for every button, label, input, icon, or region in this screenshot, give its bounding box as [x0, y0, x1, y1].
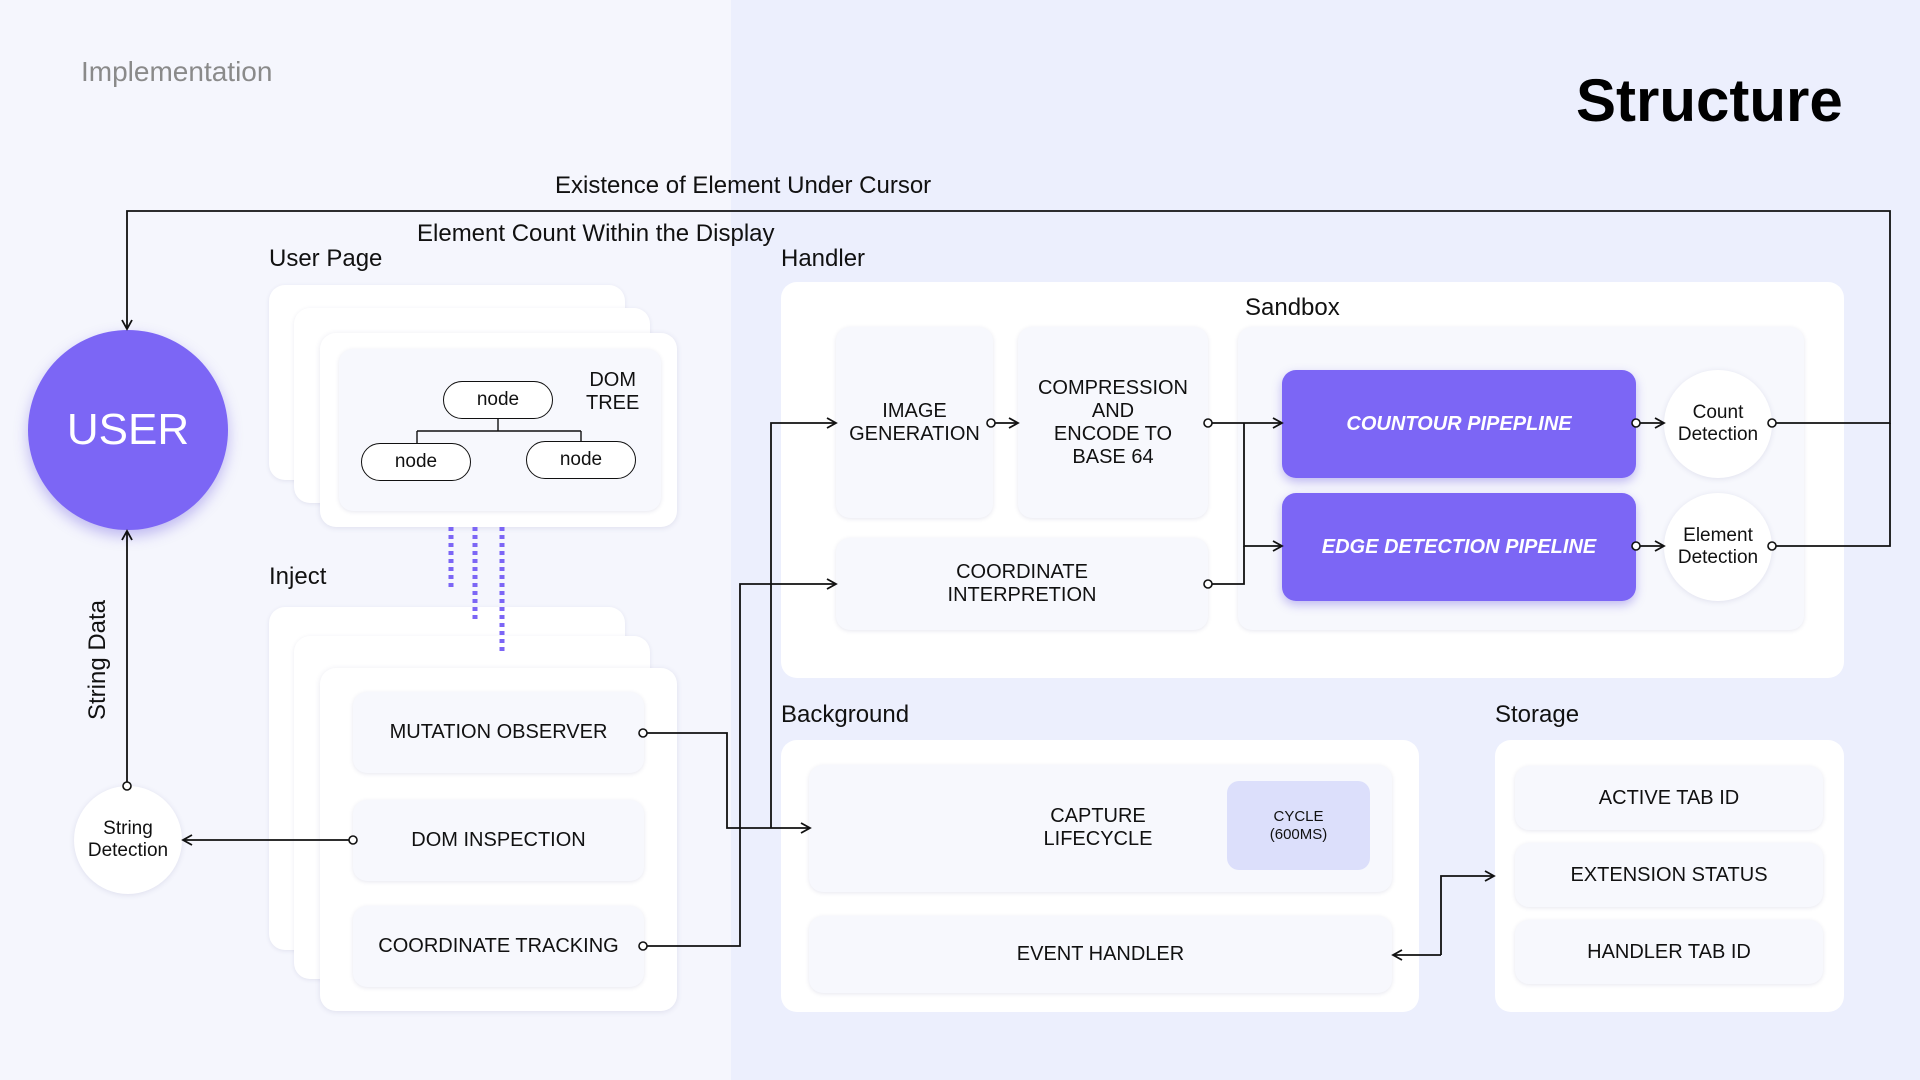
dom-node-root-label: node — [476, 389, 520, 410]
event-storage-line — [1440, 870, 1496, 955]
count-detection-label: Count Detection — [1677, 402, 1759, 445]
user-label: USER — [66, 405, 190, 454]
existence-annotation: Existence of Element Under Cursor — [555, 172, 932, 199]
dom-node-root: node — [443, 381, 553, 419]
event-handler-label: EVENT HANDLER — [1016, 943, 1185, 965]
string-detection-node: String Detection — [74, 786, 182, 894]
element-detection-label: Element Detection — [1677, 525, 1759, 568]
coordinate-tracking-box: COORDINATE TRACKING — [353, 906, 644, 987]
element-detection-node: Element Detection — [1664, 493, 1772, 601]
background-title: Background — [781, 701, 910, 728]
image-generation-box: IMAGE GENERATION — [836, 327, 993, 518]
inject-title: Inject — [269, 563, 327, 590]
active-tab-id-box: ACTIVE TAB ID — [1515, 766, 1823, 830]
dom-inspection-label: DOM INSPECTION — [411, 829, 586, 851]
dom-tree-label: DOM TREE — [586, 369, 640, 414]
count-detection-node: Count Detection — [1664, 370, 1772, 478]
capture-lifecycle-label: CAPTURE LIFECYCLE — [1043, 805, 1153, 850]
coordinate-interpretion-box: COORDINATE INTERPRETION — [836, 538, 1208, 630]
cycle-badge: CYCLE (600MS) — [1227, 781, 1370, 870]
user-page-title: User Page — [269, 245, 383, 272]
page-title: Structure — [1576, 67, 1843, 134]
extension-status-label: EXTENSION STATUS — [1570, 863, 1768, 886]
event-handler-box: EVENT HANDLER — [809, 916, 1392, 993]
edge-detection-pipeline-box: EDGE DETECTION PIPELINE — [1282, 493, 1636, 601]
mutation-observer-label: MUTATION OBSERVER — [389, 721, 608, 743]
handler-tab-id-label: HANDLER TAB ID — [1587, 940, 1751, 963]
extension-status-box: EXTENSION STATUS — [1515, 843, 1823, 907]
dom-node-left: node — [361, 443, 471, 481]
compression-box: COMPRESSION AND ENCODE TO BASE 64 — [1018, 327, 1208, 518]
string-detection-label: String Detection — [87, 818, 169, 861]
edge-detection-pipeline-label: EDGE DETECTION PIPELINE — [1321, 535, 1597, 558]
dom-node-right-label: node — [559, 449, 603, 470]
dom-node-right: node — [526, 441, 636, 479]
mutation-observer-box: MUTATION OBSERVER — [353, 692, 644, 773]
dom-node-left-label: node — [394, 451, 438, 472]
string-data-annotation: String Data — [84, 599, 111, 721]
user-circle: USER — [28, 330, 228, 530]
handler-title: Handler — [781, 245, 866, 272]
contour-pipeline-box: COUNTOUR PIPEPLINE — [1282, 370, 1636, 478]
coordinate-tracking-label: COORDINATE TRACKING — [378, 935, 619, 957]
sandbox-title: Sandbox — [1245, 294, 1340, 321]
active-tab-id-label: ACTIVE TAB ID — [1598, 786, 1740, 809]
handler-tab-id-box: HANDLER TAB ID — [1515, 920, 1823, 984]
storage-title: Storage — [1495, 701, 1580, 728]
count-annotation: Element Count Within the Display — [417, 220, 775, 247]
section-label: Implementation — [81, 56, 273, 87]
dom-inspection-box: DOM INSPECTION — [353, 800, 644, 881]
user-page-card — [320, 333, 677, 527]
contour-pipeline-label: COUNTOUR PIPEPLINE — [1346, 412, 1572, 435]
